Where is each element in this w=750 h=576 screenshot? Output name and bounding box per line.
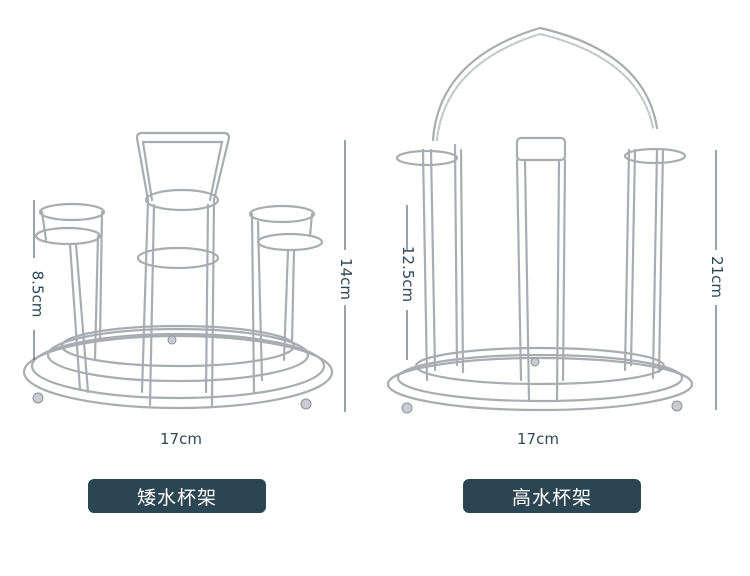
tall-rack-name-badge: 高水杯架 xyxy=(463,479,641,513)
short-rack-width-label: 17cm xyxy=(160,430,202,448)
short-rack-cup-height-label: 8.5cm xyxy=(28,270,47,318)
tall-rack-width-label: 17cm xyxy=(517,430,559,448)
short-rack-illustration xyxy=(22,131,346,412)
short-rack-panel xyxy=(0,0,375,430)
short-rack-height-label: 14cm xyxy=(336,258,355,300)
tall-rack-cup-height-label: 12.5cm xyxy=(399,245,418,303)
tall-rack-illustration xyxy=(386,26,717,414)
tall-rack-panel xyxy=(375,0,750,430)
tall-rack-height-label: 21cm xyxy=(707,256,726,298)
short-rack-name-badge: 矮水杯架 xyxy=(88,479,266,513)
